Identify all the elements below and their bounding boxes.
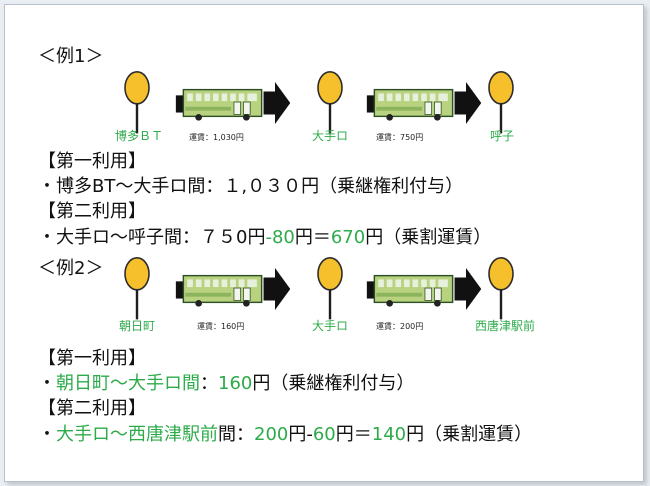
second-use-heading: 【第二利用】 [38, 201, 146, 222]
bus-stop-icon [484, 71, 518, 135]
bus-icon [366, 268, 482, 310]
fare-amount: 160 [218, 373, 253, 394]
first-use-heading: 【第一利用】 [38, 151, 146, 172]
bus-icon [175, 82, 291, 124]
station-label: 呼子 [489, 129, 514, 143]
second-use-line: ・大手ロ～西唐津駅前間：200円-60円＝140円（乗割運賃） [38, 426, 532, 444]
fare-label: 運賃：200円 [376, 322, 424, 331]
station-label: 大手ロ [311, 319, 348, 333]
fare-type-text: 円（乗割運賃） [365, 227, 492, 248]
example-2-heading: ＜例2＞ [38, 258, 104, 279]
first-use-line: ・朝日町～大手ロ間：160円（乗継権利付与） [38, 375, 414, 393]
route-text: 朝日町～大手ロ間 [56, 373, 200, 394]
bullet: ・ [38, 424, 56, 445]
yen-minus: 円- [288, 424, 313, 445]
second-use-text: 大手ロ～呼子間：７５0円 [56, 227, 266, 248]
station-label: 大手ロ [311, 129, 348, 143]
first-use-heading: 【第一利用】 [38, 348, 146, 369]
equals-text: 円＝ [294, 227, 331, 248]
bus-stop-icon [313, 71, 347, 135]
bullet: ・ [38, 227, 56, 248]
fare-label: 運賃：160円 [197, 322, 245, 331]
bus-stop-icon [313, 257, 347, 321]
second-use-line: ・大手ロ～呼子間：７５0円-80円＝670円（乗割運賃） [38, 229, 491, 247]
second-use-heading: 【第二利用】 [38, 398, 146, 419]
bus-stop-icon [484, 257, 518, 321]
station-label: 西唐津駅前 [474, 319, 535, 333]
bus-icon [175, 268, 291, 310]
colon: ： [200, 373, 218, 394]
bus-icon [366, 82, 482, 124]
discount-amount: 60 [312, 424, 336, 445]
route-suffix: 間： [218, 424, 254, 445]
bullet: ・ [38, 373, 56, 394]
station-label: 博多ＢＴ [114, 129, 163, 143]
fare-type-text: 円（乗継権利付与） [252, 373, 415, 394]
result-amount: 670 [330, 227, 366, 248]
first-use-text: 博多BT～大手ロ間：１,０３０円（乗継権利付与） [56, 176, 464, 197]
fare-label: 運賃：1,030円 [189, 133, 244, 142]
minus-sign: - [265, 227, 272, 248]
station-label: 朝日町 [118, 319, 155, 333]
bus-stop-icon [120, 71, 154, 135]
bus-stop-icon [120, 257, 154, 321]
equals-text: 円＝ [335, 424, 372, 445]
fare-label: 運賃：750円 [376, 133, 424, 142]
discount-amount: 80 [271, 227, 295, 248]
fare-amount: 200 [254, 424, 289, 445]
first-use-line: ・博多BT～大手ロ間：１,０３０円（乗継権利付与） [38, 178, 463, 196]
bullet: ・ [38, 176, 56, 197]
route-text: 大手ロ～西唐津駅前 [56, 424, 218, 445]
result-amount: 140 [371, 424, 407, 445]
example-1-heading: ＜例1＞ [38, 46, 104, 67]
fare-type-text: 円（乗割運賃） [406, 424, 533, 445]
